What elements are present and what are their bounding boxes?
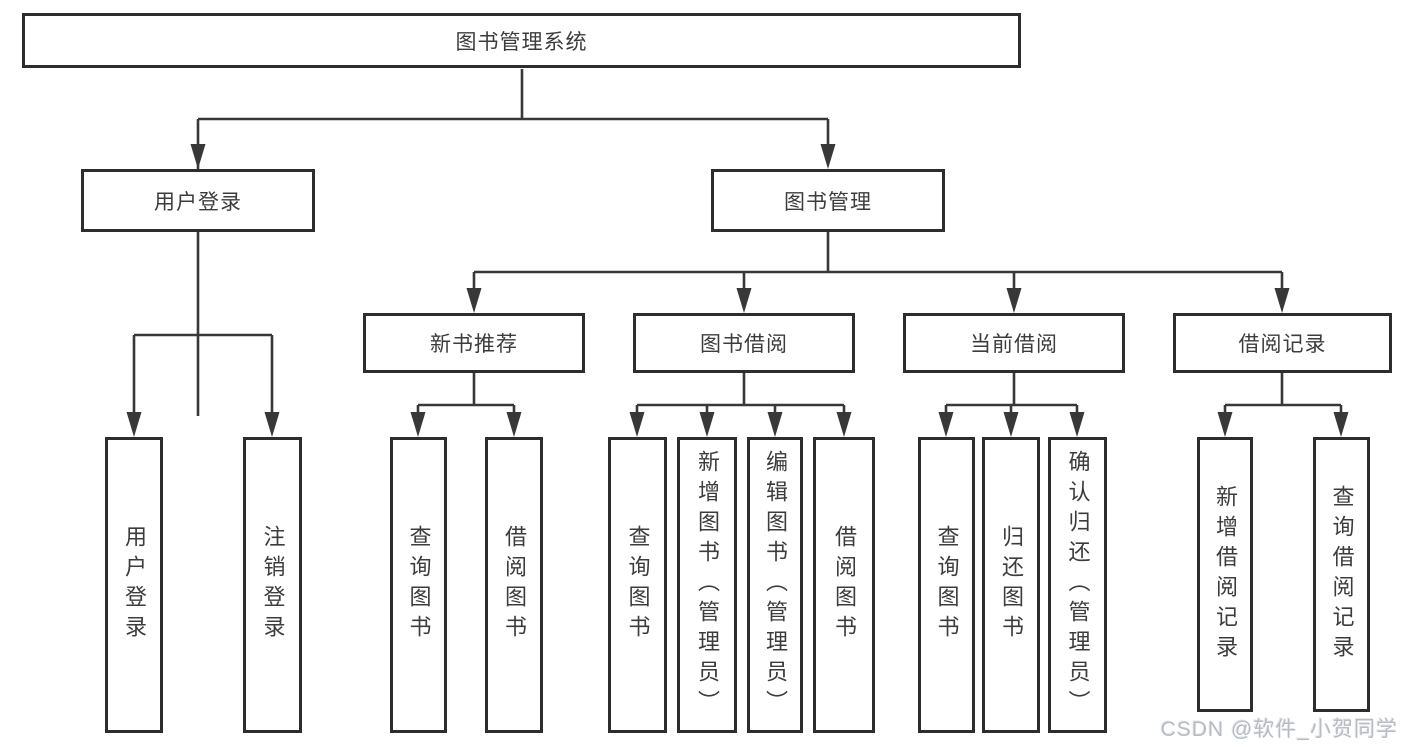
node-label: 查询图书: [934, 525, 960, 645]
node-label: 注销登录: [260, 525, 286, 645]
leaf-borrow-books-recommend: 借阅图书: [485, 437, 543, 733]
node-label: 归还图书: [999, 525, 1024, 645]
node-label: 当前借阅: [970, 333, 1058, 356]
node-label: 新增借阅记录: [1213, 484, 1238, 665]
node-label: 图书管理系统: [455, 30, 588, 54]
node-label: 图书管理: [784, 190, 872, 214]
node-book-management: 图书管理: [711, 169, 945, 232]
node-label: 用户登录: [154, 190, 242, 214]
node-label: 图书借阅: [700, 333, 788, 356]
leaf-user-login: 用户登录: [105, 437, 163, 733]
node-book-borrowing: 图书借阅: [633, 313, 855, 373]
node-label: 查询借阅记录: [1329, 484, 1355, 665]
node-label: 新增图书（管理员）: [695, 450, 720, 720]
watermark: CSDN @软件_小贺同学: [1160, 718, 1398, 741]
node-label: 编辑图书（管理员）: [763, 450, 788, 720]
node-label: 用户登录: [122, 525, 147, 645]
leaf-query-borrow-record: 查询借阅记录: [1313, 437, 1370, 712]
leaf-confirm-return-admin: 确认归还（管理员）: [1048, 437, 1107, 733]
leaf-borrow-books: 借阅图书: [813, 437, 875, 733]
node-label: 借阅记录: [1238, 333, 1327, 356]
node-current-borrowing: 当前借阅: [903, 313, 1125, 373]
node-borrow-records: 借阅记录: [1173, 313, 1392, 373]
node-label: 借阅图书: [832, 525, 857, 645]
node-label: 查询图书: [625, 525, 651, 645]
node-label: 借阅图书: [502, 525, 527, 645]
leaf-return-books: 归还图书: [982, 437, 1040, 733]
leaf-query-books-recommend: 查询图书: [390, 437, 447, 733]
leaf-add-borrow-record: 新增借阅记录: [1197, 437, 1253, 712]
leaf-query-books-current: 查询图书: [918, 437, 975, 733]
node-label: 确认归还（管理员）: [1065, 450, 1091, 720]
node-new-book-recommend: 新书推荐: [363, 313, 585, 373]
arrowheads: [126, 144, 1349, 437]
tree-edges: [132, 69, 1343, 416]
node-label: 新书推荐: [430, 333, 518, 356]
leaf-logout: 注销登录: [243, 437, 302, 733]
leaf-query-books-borrowing: 查询图书: [608, 437, 667, 733]
node-user-login: 用户登录: [81, 169, 315, 232]
leaf-add-books-admin: 新增图书（管理员）: [677, 437, 737, 733]
node-label: 查询图书: [406, 525, 432, 645]
leaf-edit-books-admin: 编辑图书（管理员）: [747, 437, 803, 733]
node-library-system: 图书管理系统: [22, 13, 1021, 68]
